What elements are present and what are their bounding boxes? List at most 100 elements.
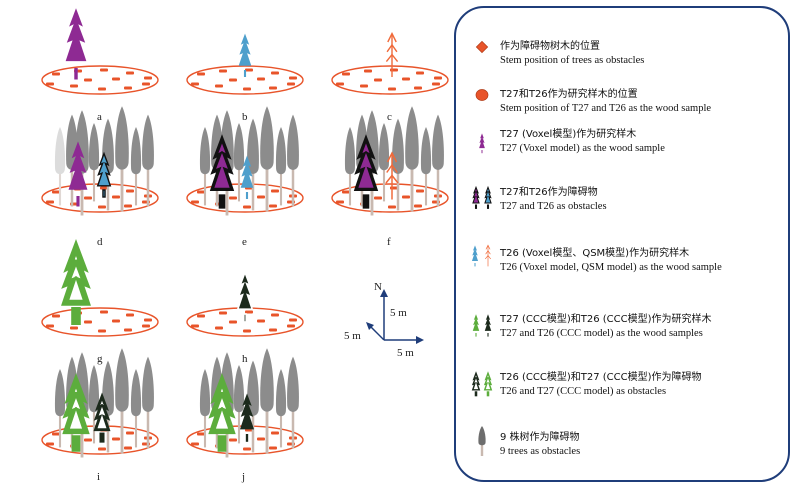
obstacle-stem-marker [112, 77, 120, 81]
obstacle-stem-marker [126, 189, 134, 193]
obstacle-stem-marker [144, 76, 152, 80]
north-scale-label: 5 m [390, 307, 407, 319]
panel-label: e [242, 236, 247, 248]
obstacle-stem-marker [46, 200, 54, 204]
legend-en: T26 (Voxel model, QSM model) as the wood… [500, 261, 722, 273]
obstacle-stem-marker [390, 68, 398, 72]
obstacle-stem-marker [243, 87, 251, 91]
obstacle-stem-marker [289, 318, 297, 322]
obstacle-stem-marker [271, 71, 279, 75]
legend-item-ccc-obstacles: T26 (CCC模型)和T27 (CCC模型)作为障碍物 T26 and T27… [500, 371, 785, 398]
obstacle-stem-marker [269, 204, 277, 208]
obstacle-stem-marker [402, 77, 410, 81]
panel-h: h [186, 271, 304, 365]
obstacle-stem-marker [98, 329, 106, 333]
t26-ccc-tree [237, 271, 253, 323]
obstacle-stem-marker [197, 72, 205, 76]
obstacle-tree [378, 123, 390, 202]
panel-label: h [242, 353, 248, 365]
obstacle-stem-marker [46, 442, 54, 446]
panel-label: g [97, 353, 103, 365]
obstacle-stem-marker [219, 69, 227, 73]
obstacle-stem-marker [84, 438, 92, 442]
obstacle-stem-marker [112, 319, 120, 323]
obstacle-stem-marker [142, 82, 150, 86]
obstacle-stem-marker [112, 195, 120, 199]
obstacle-stem-marker [374, 196, 382, 200]
obstacle-tree [233, 365, 245, 444]
panel-a: a [41, 8, 159, 123]
plot-ellipse [331, 183, 449, 213]
panel-label: j [241, 471, 245, 483]
obstacle-stem-marker [191, 200, 199, 204]
obstacle-stem-marker [197, 314, 205, 318]
obstacle-stem-marker [84, 78, 92, 82]
obstacle-stem-marker [197, 432, 205, 436]
obstacle-tree [287, 114, 299, 207]
obstacle-stem-marker [287, 324, 295, 328]
obstacle-stem-marker [388, 205, 396, 209]
obstacle-tree [420, 127, 432, 206]
legend-en: T26 and T27 (CCC model) as obstacles [500, 385, 667, 397]
panel-label: i [97, 471, 100, 483]
panel-b: b [186, 33, 304, 123]
obstacle-stem-marker [191, 82, 199, 86]
obstacle-stem-marker [52, 72, 60, 76]
legend-item-t27-t26-obstacles: T27和T26作为障碍物 T27 and T26 as obstacles [500, 186, 785, 213]
obstacle-stem-marker [287, 82, 295, 86]
obstacle-stem-marker [46, 324, 54, 328]
legend-zh: T27 (CCC模型)和T26 (CCC模型)作为研究样木 [500, 314, 712, 325]
legend-item-nine-trees: 9 株树作为障碍物 9 trees as obstacles [500, 431, 785, 458]
obstacle-tree [199, 369, 211, 448]
obstacle-stem-marker [98, 87, 106, 91]
obstacle-tree [344, 127, 356, 206]
panel-i: i [41, 348, 159, 483]
obstacle-tree [88, 365, 100, 444]
obstacle-stem-marker [271, 189, 279, 193]
obstacle-stem-marker [257, 77, 265, 81]
obstacle-stem-marker [84, 196, 92, 200]
obstacle-stem-marker [229, 78, 237, 82]
obstacle-stem-marker [414, 86, 422, 90]
panel-label: f [387, 236, 391, 248]
obstacle-tree [233, 123, 245, 202]
obstacle-stem-marker [100, 310, 108, 314]
legend-icons [471, 40, 492, 456]
legend-zh: 9 株树作为障碍物 [500, 432, 580, 443]
obstacle-stem-marker [52, 314, 60, 318]
obstacle-tree [54, 369, 66, 448]
obstacle-stem-marker [388, 87, 396, 91]
north-arrowhead [380, 289, 388, 297]
diag-arrowhead [366, 322, 374, 330]
obstacle-stem-marker [271, 313, 279, 317]
legend-zh: 作为障碍物树木的位置 [500, 41, 600, 52]
legend-zh: T26 (Voxel模型、QSM模型)作为研究样木 [500, 248, 690, 259]
legend-zh: T26 (CCC模型)和T27 (CCC模型)作为障碍物 [500, 372, 702, 383]
obstacle-stem-marker [269, 446, 277, 450]
obstacle-stem-marker [342, 72, 350, 76]
obstacle-stem-marker [197, 190, 205, 194]
obstacle-stem-marker [219, 311, 227, 315]
legend-en: T27 and T26 as obstacles [500, 200, 607, 212]
legend-item-ccc-samples: T27 (CCC模型)和T26 (CCC模型)作为研究样木 T27 and T2… [500, 313, 785, 340]
obstacle-stem-marker [243, 329, 251, 333]
obstacle-stem-marker [191, 442, 199, 446]
diag-axis [369, 325, 385, 341]
obstacle-tree [142, 356, 154, 449]
obstacle-tree [142, 114, 154, 207]
obstacle-stem-marker [374, 78, 382, 82]
obstacle-stem-marker [271, 431, 279, 435]
obstacle-stem-marker [229, 320, 237, 324]
obstacle-stem-marker [100, 68, 108, 72]
obstacle-tree [432, 114, 444, 207]
obstacle-stem-marker [124, 446, 132, 450]
legend-zh: T27 (Voxel模型)作为研究样木 [500, 129, 637, 140]
obstacle-stem-marker [126, 313, 134, 317]
diag-scale-label: 5 m [344, 330, 361, 342]
plot-ellipse [41, 307, 159, 337]
obstacle-stem-marker [289, 76, 297, 80]
panel-c: c [331, 32, 449, 123]
obstacle-stem-marker [98, 205, 106, 209]
obstacle-tree [88, 123, 100, 202]
obstacle-stem-marker [229, 196, 237, 200]
